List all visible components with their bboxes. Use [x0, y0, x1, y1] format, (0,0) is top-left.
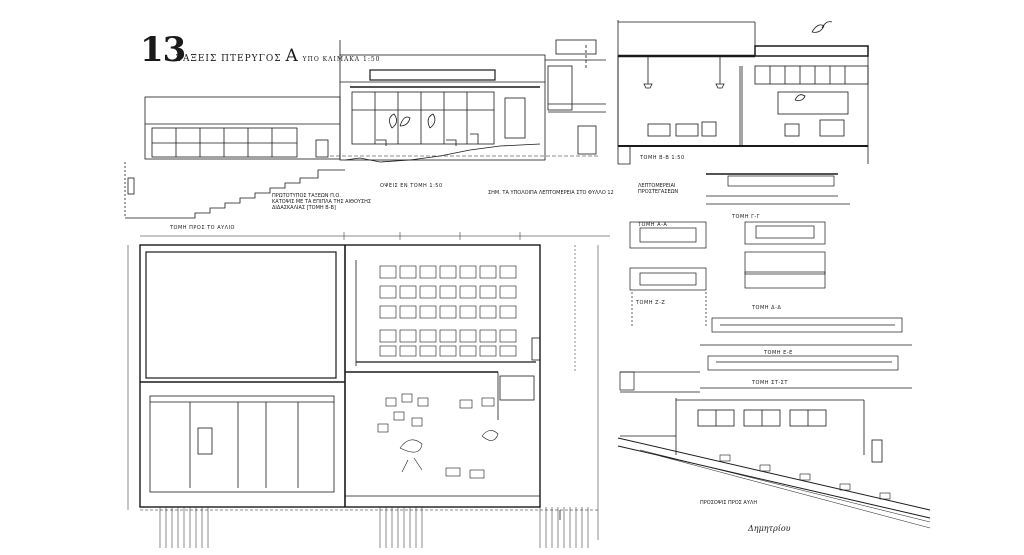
- caption-details-header: ΛΕΠΤΟΜΕΡΕΙΑΙ ΠΡΟΣΤΕΓΑΣΕΩΝ: [638, 183, 679, 195]
- classroom-desks: [379, 265, 517, 357]
- floor-plan: [127, 232, 610, 548]
- caption-section: ΤΟΜΗ Β-Β 1:50: [640, 155, 685, 161]
- caption-section-aa: ΤΟΜΗ Α-Α: [638, 222, 668, 228]
- sheet-scale: ΥΠΟ ΚΛΙΜΑΚΑ 1:50: [302, 56, 381, 63]
- site-elevation: [617, 398, 931, 529]
- lounge-furniture: [377, 393, 499, 479]
- caption-section-ee: ΤΟΜΗ Ε-Ε: [764, 350, 793, 356]
- caption-site: ΠΡΟΣΟΨΙΣ ΠΡΟΣ ΑΥΛΗ: [700, 500, 758, 506]
- plan-stairs: [159, 507, 589, 548]
- caption-facade: ΟΨΕΙΣ ΕΝ ΤΟΜΗ 1:50: [380, 183, 443, 189]
- facade-elevation: [124, 39, 606, 219]
- detail-sections: [619, 173, 912, 393]
- caption-section-dd: ΤΟΜΗ Δ-Δ: [752, 305, 782, 311]
- sheet-title: ΤΑΞΕΙΣ ΠΤΕΡΥΓΟΣ Α ΥΠΟ ΚΛΙΜΑΚΑ 1:50: [176, 46, 381, 66]
- caption-section-cc: ΤΟΜΗ Γ-Γ: [732, 214, 761, 220]
- caption-plan-note: ΠΡΩΤΟΤΥΠΟΣ ΤΑΞΕΩΝ Π.Ο. ΚΑΤΟΨΙΣ ΜΕ ΤΑ ΕΠΙ…: [272, 193, 372, 211]
- sheet-title-prefix: ΤΑΞΕΙΣ ΠΤΕΡΥΓΟΣ: [176, 54, 282, 64]
- caption-section-ff: ΤΟΜΗ ΣΤ-ΣΤ: [752, 380, 788, 386]
- sheet-number: 13: [140, 30, 186, 70]
- caption-elevation: ΤΟΜΗ ΠΡΟΣ ΤΟ ΑΥΛΙΟ: [170, 225, 235, 231]
- sheet-title-letter: Α: [285, 46, 299, 66]
- scale-marker: [127, 177, 135, 195]
- architect-signature: Δημητρίου: [748, 524, 791, 533]
- caption-section-gg: ΤΟΜΗ Ζ-Ζ: [636, 300, 666, 306]
- building-section: [617, 20, 869, 165]
